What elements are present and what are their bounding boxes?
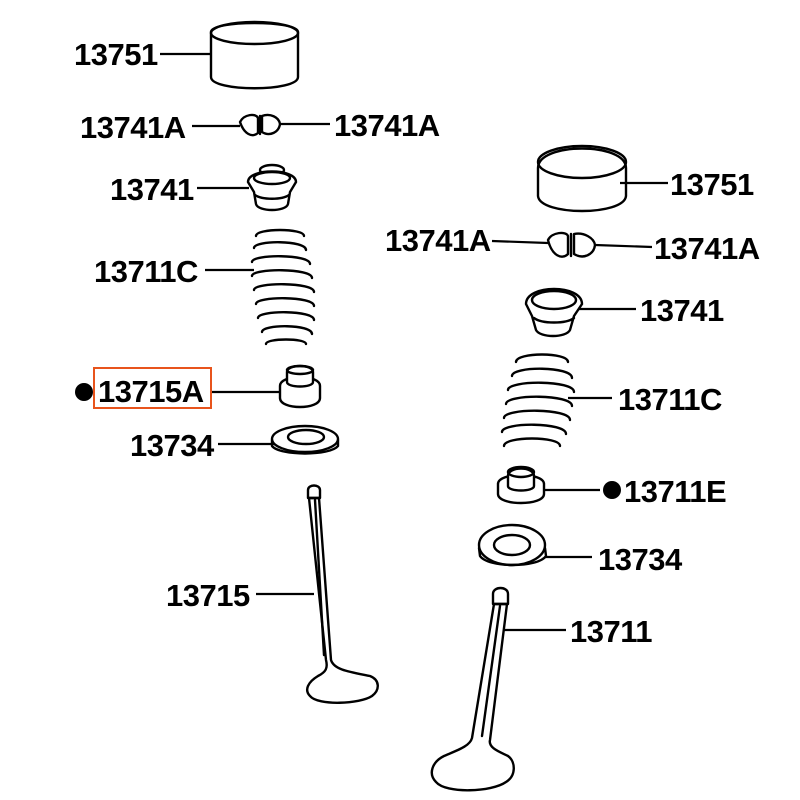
label-left-lock-left[interactable]: 13741A bbox=[80, 110, 186, 145]
label-right-spring[interactable]: 13711C bbox=[618, 382, 722, 417]
label-left-seat[interactable]: 13734 bbox=[130, 428, 215, 463]
left-valve-lifter bbox=[209, 20, 300, 90]
left-spring-retainer bbox=[246, 163, 298, 212]
right-valve-lifter bbox=[536, 144, 628, 213]
label-right-valve[interactable]: 13711 bbox=[570, 614, 653, 649]
left-valve bbox=[306, 484, 379, 704]
highlight-box bbox=[93, 367, 212, 409]
label-left-spring[interactable]: 13711C bbox=[94, 254, 198, 289]
label-right-cap[interactable]: 13751 bbox=[670, 167, 754, 202]
left-valve-stem-seal bbox=[278, 364, 322, 409]
leader-right-lock-left bbox=[491, 239, 549, 245]
right-spring-retainer bbox=[524, 287, 584, 338]
label-left-valve[interactable]: 13715 bbox=[166, 578, 250, 613]
right-valve-stem-seal bbox=[496, 465, 546, 505]
leader-right-lock-right bbox=[594, 243, 653, 249]
left-spring-seat bbox=[270, 424, 340, 455]
label-right-retainer[interactable]: 13741 bbox=[640, 293, 724, 328]
left-seal-note-dot bbox=[75, 383, 93, 401]
label-left-cap[interactable]: 13751 bbox=[74, 37, 158, 72]
left-valve-spring bbox=[250, 228, 316, 346]
label-left-seal[interactable]: 13715A bbox=[98, 374, 204, 409]
label-right-seal[interactable]: 13711E bbox=[624, 474, 727, 509]
right-valve-spring bbox=[500, 353, 576, 448]
right-valve-locks bbox=[546, 231, 597, 258]
label-right-lock-left[interactable]: 13741A bbox=[385, 223, 491, 258]
label-left-lock-right[interactable]: 13741A bbox=[334, 108, 440, 143]
right-valve bbox=[430, 586, 515, 792]
label-left-retainer[interactable]: 13741 bbox=[110, 172, 194, 207]
right-spring-seat bbox=[477, 523, 548, 567]
left-valve-locks bbox=[238, 113, 282, 137]
label-right-lock-right[interactable]: 13741A bbox=[654, 231, 760, 266]
label-right-seat[interactable]: 13734 bbox=[598, 542, 683, 577]
right-seal-note-dot bbox=[603, 481, 621, 499]
